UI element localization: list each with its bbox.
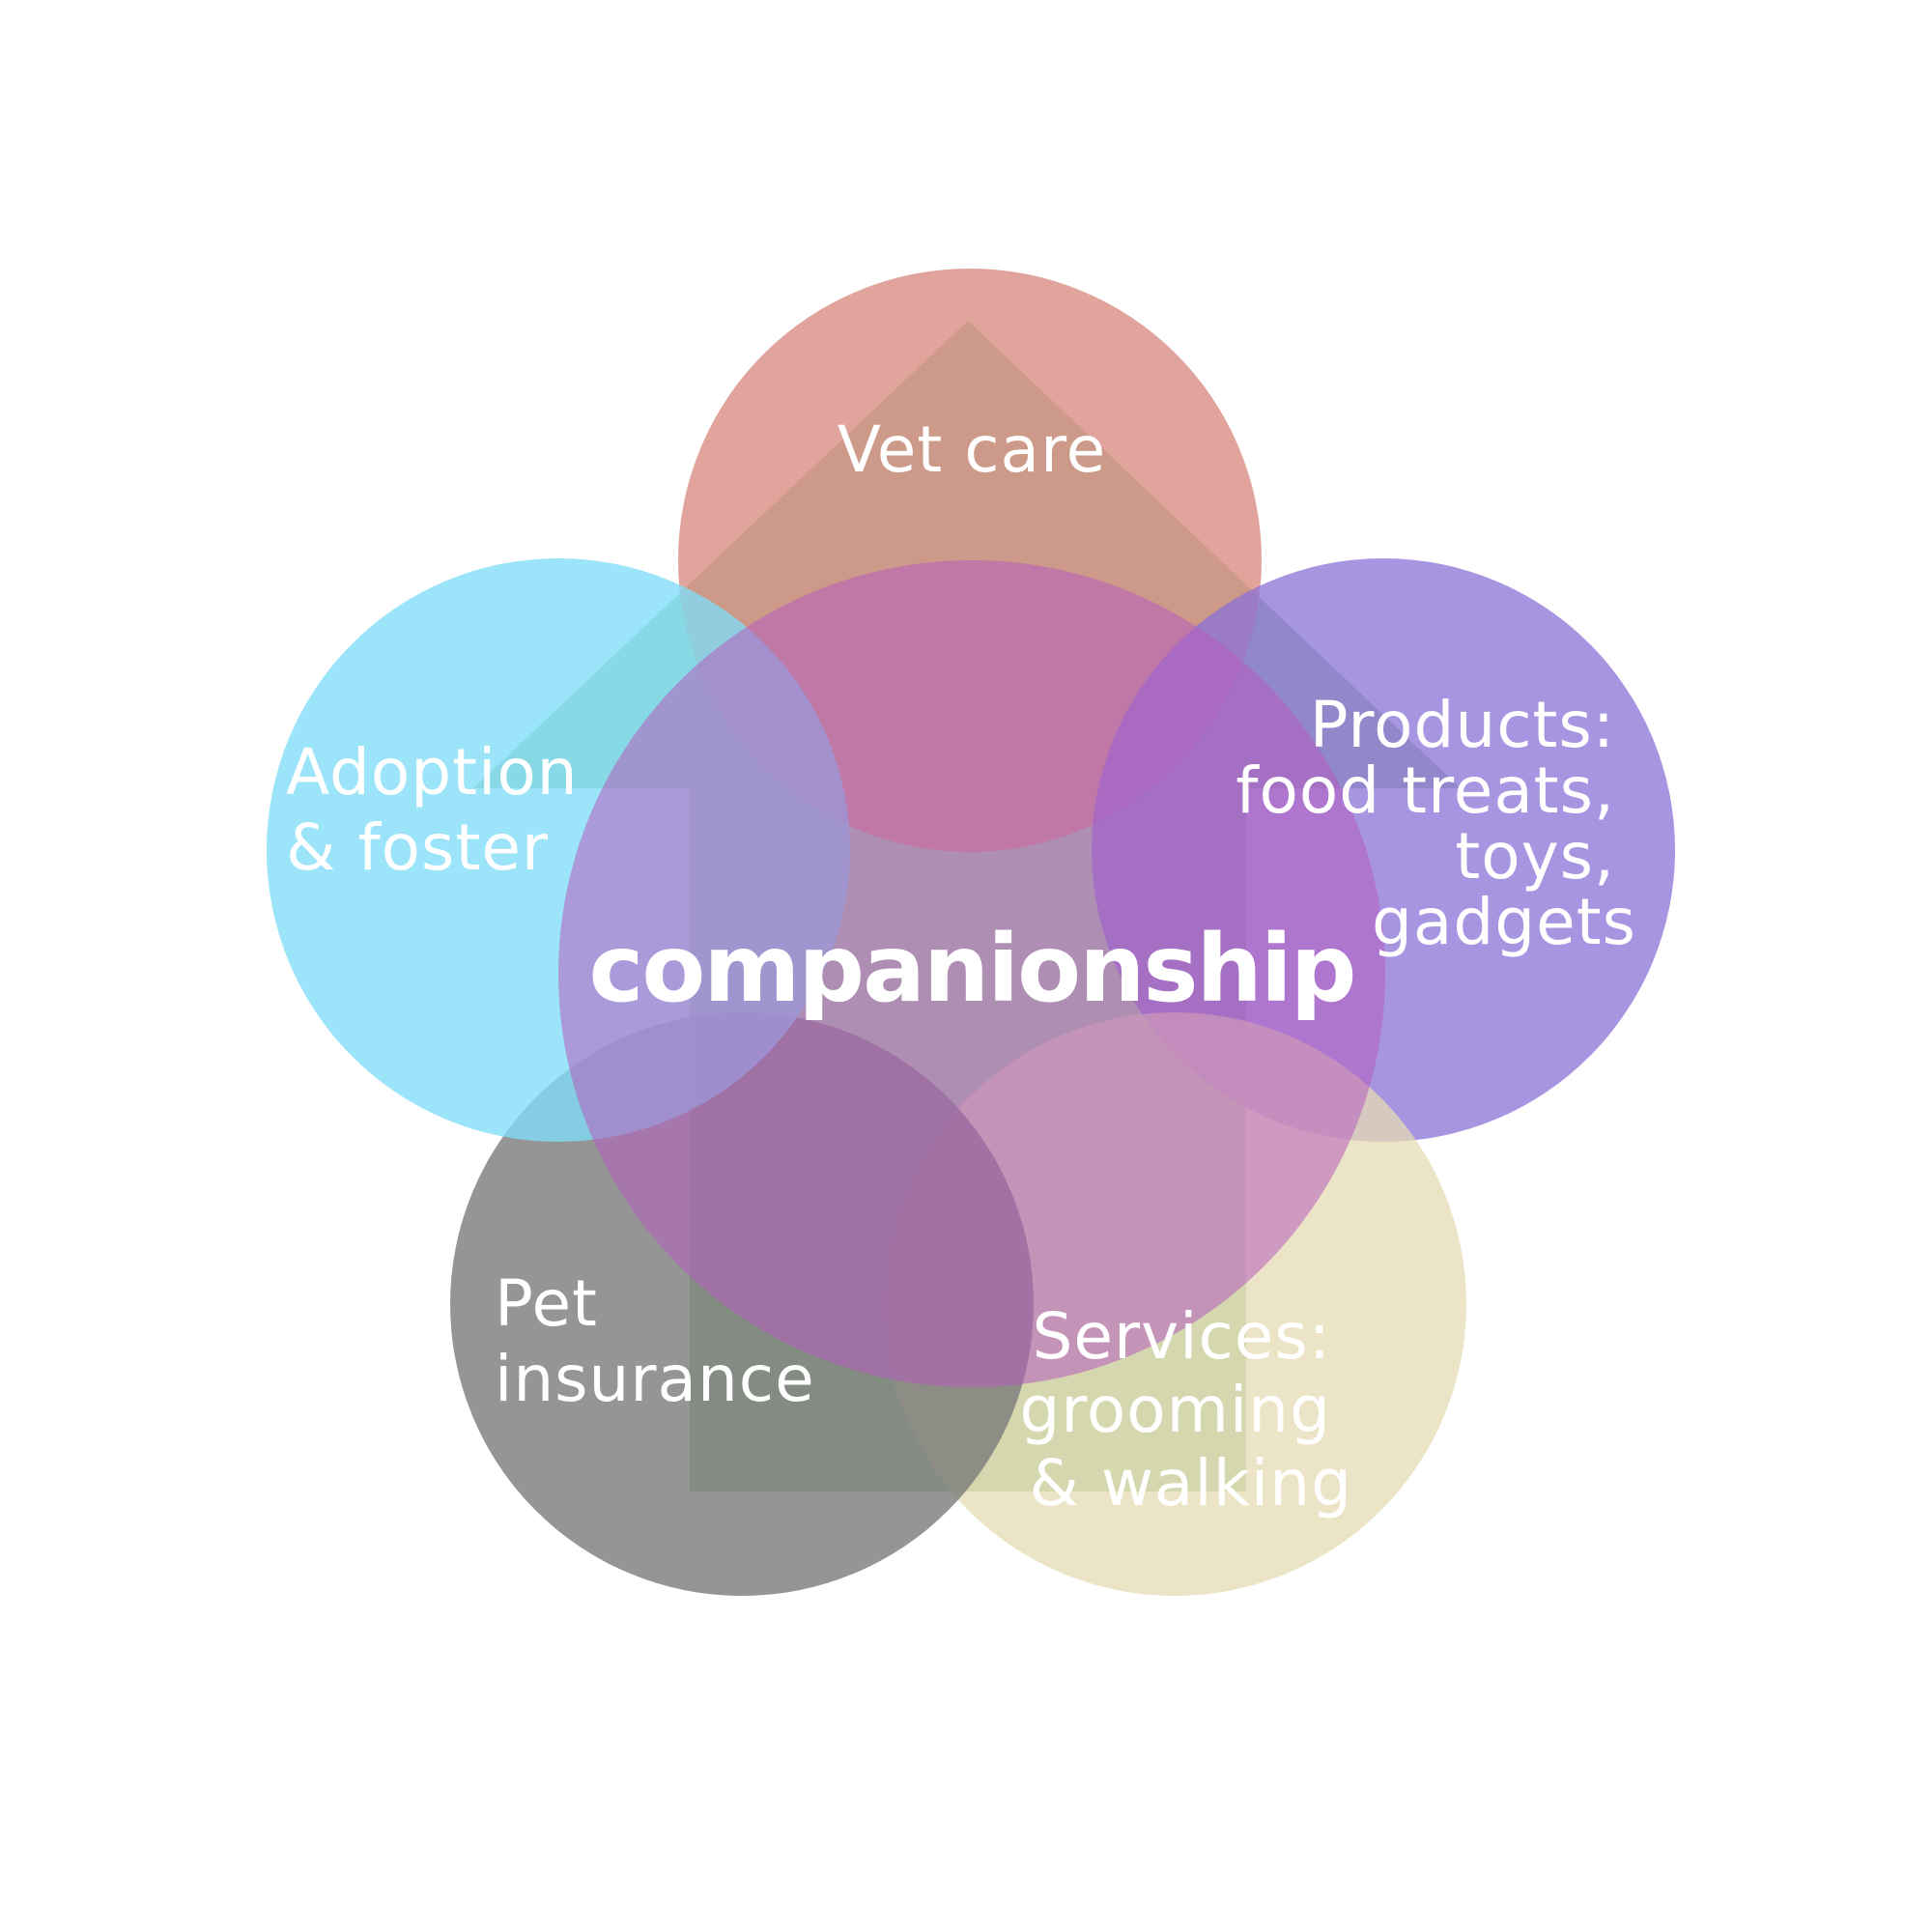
label-services: Services: grooming & walking bbox=[1019, 1299, 1352, 1520]
circle-companionship bbox=[558, 560, 1385, 1387]
label-vet-care: Vet care bbox=[838, 412, 1107, 487]
label-companionship: companionship bbox=[588, 915, 1354, 1023]
label-adoption: Adoption & foster bbox=[286, 735, 600, 885]
label-products: Products: food treats, toys, gadgets bbox=[1236, 688, 1636, 959]
label-pet-insurance: Pet insurance bbox=[495, 1266, 815, 1416]
